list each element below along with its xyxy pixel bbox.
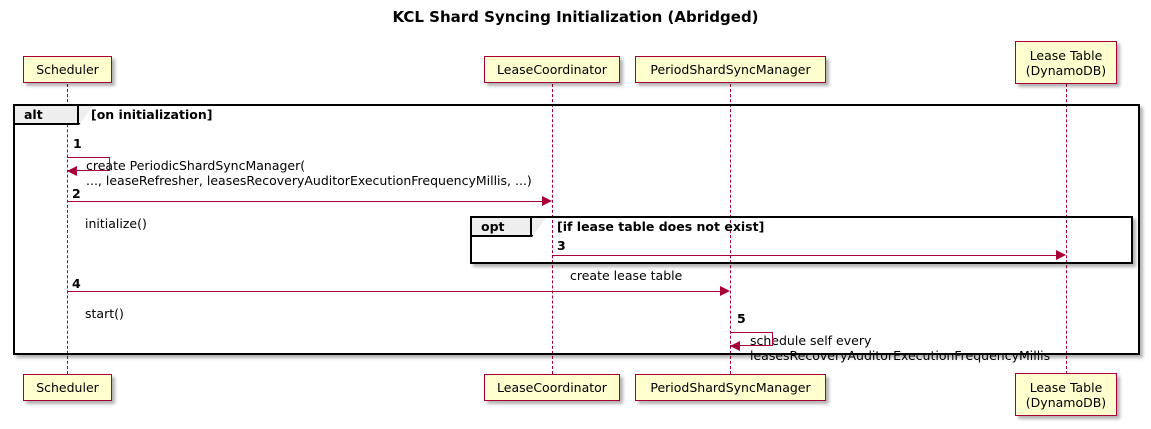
message-3-arrowhead <box>1056 250 1066 260</box>
fragment-alt-operator-tab: alt <box>15 106 79 125</box>
participant-lease-coordinator-top[interactable]: LeaseCoordinator <box>484 56 620 83</box>
participant-scheduler-top[interactable]: Scheduler <box>23 56 112 83</box>
participant-period-shard-sync-manager-bottom[interactable]: PeriodShardSyncManager <box>635 374 826 401</box>
lifeline-period-shard-sync-manager <box>730 84 731 374</box>
fragment-opt-lease-table-missing: opt <box>470 216 1133 264</box>
message-4-arrowhead <box>720 286 730 296</box>
message-2-label: 2 initialize() <box>72 186 147 231</box>
message-3-number: 3 <box>557 238 566 253</box>
message-3-line <box>552 255 1056 256</box>
message-2-arrowhead <box>542 196 552 206</box>
message-1-arrowhead <box>67 166 77 176</box>
fragment-opt-tab-notch <box>532 218 546 237</box>
participant-scheduler-bottom[interactable]: Scheduler <box>23 374 112 401</box>
message-3-label: 3 create lease table <box>557 238 683 283</box>
message-1-number: 1 <box>73 136 82 151</box>
message-5-arrowhead <box>730 341 740 351</box>
fragment-alt-condition: [on initialization] <box>91 107 213 122</box>
message-1-label: 1 create PeriodicShardSyncManager( ..., … <box>73 128 532 188</box>
participant-lease-table-bottom[interactable]: Lease Table (DynamoDB) <box>1015 373 1117 416</box>
page-title: KCL Shard Syncing Initialization (Abridg… <box>392 8 759 26</box>
lifeline-scheduler <box>67 84 68 374</box>
message-5-number: 5 <box>737 311 746 326</box>
message-1-text: create PeriodicShardSyncManager( ..., le… <box>86 158 532 188</box>
message-3-text: create lease table <box>570 268 683 283</box>
lifeline-lease-table <box>1066 84 1067 374</box>
message-2-line <box>67 201 543 202</box>
message-1-self-call-loop <box>67 157 110 171</box>
participant-period-shard-sync-manager-top[interactable]: PeriodShardSyncManager <box>635 56 826 83</box>
fragment-opt-condition: [if lease table does not exist] <box>557 219 765 234</box>
message-4-number: 4 <box>72 276 81 291</box>
message-4-text: start() <box>85 306 124 321</box>
message-4-line <box>67 291 721 292</box>
message-2-number: 2 <box>72 186 81 201</box>
message-5-text: schedule self every leasesRecoveryAudito… <box>750 333 1051 363</box>
lifeline-lease-coordinator <box>552 84 553 374</box>
participant-lease-table-top[interactable]: Lease Table (DynamoDB) <box>1015 41 1117 84</box>
message-4-label: 4 start() <box>72 276 124 321</box>
message-2-text: initialize() <box>85 216 147 231</box>
message-5-self-call-loop <box>730 332 773 346</box>
participant-lease-coordinator-bottom[interactable]: LeaseCoordinator <box>484 374 620 401</box>
message-5-label: 5 schedule self every leasesRecoveryAudi… <box>737 303 1051 363</box>
fragment-opt-operator-tab: opt <box>472 218 532 237</box>
fragment-alt-on-initialization: alt <box>13 104 1140 355</box>
